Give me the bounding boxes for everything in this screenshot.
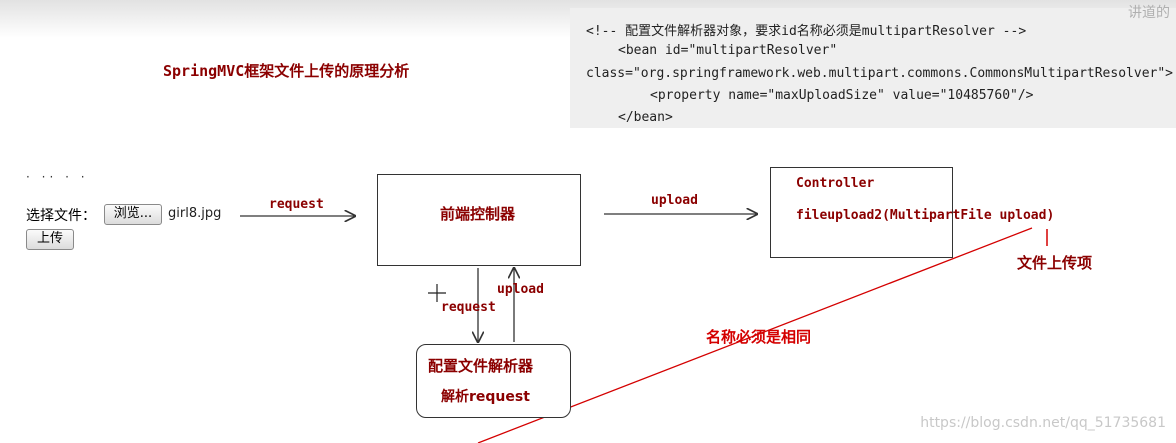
corner-text: 讲道的 xyxy=(1128,5,1170,21)
controller-title: Controller xyxy=(796,176,875,191)
page-title: SpringMVC框架文件上传的原理分析 xyxy=(163,62,410,80)
resolver-title: 配置文件解析器 xyxy=(428,357,534,375)
front-controller-box: 前端控制器 xyxy=(377,174,581,266)
code-property-line: <property name="maxUploadSize" value="10… xyxy=(650,88,1034,103)
code-bean-line: <bean id="multipartResolver" xyxy=(618,43,838,58)
upload-button[interactable]: 上传 xyxy=(26,229,74,250)
file-chooser-label: 选择文件： xyxy=(26,208,96,224)
selected-file-name: girl8.jpg xyxy=(168,206,222,221)
request-arrow-label: request xyxy=(269,197,324,212)
resolver-box: 配置文件解析器 解析request xyxy=(416,344,571,418)
file-item-label: 文件上传项 xyxy=(1017,254,1093,272)
same-name-note: 名称必须是相同 xyxy=(706,328,812,346)
browse-button[interactable]: 浏览... xyxy=(104,204,162,225)
up-upload-label: upload xyxy=(497,282,544,297)
form-dots: · ·· · · xyxy=(26,170,89,184)
code-comment-line: <!-- 配置文件解析器对象，要求id名称必须是multipartResolve… xyxy=(586,24,1027,39)
down-request-label: request xyxy=(441,300,496,315)
resolver-subtitle: 解析request xyxy=(441,389,530,405)
code-bean-close-line: </bean> xyxy=(618,110,673,125)
controller-box: Controller fileupload2(MultipartFile upl… xyxy=(770,167,1054,258)
crosshair-cursor-icon xyxy=(428,284,446,302)
watermark: https://blog.csdn.net/qq_51735681 xyxy=(920,415,1166,431)
code-snippet: 讲道的 <!-- 配置文件解析器对象，要求id名称必须是multipartRes… xyxy=(570,5,1176,128)
code-class-line: class="org.springframework.web.multipart… xyxy=(586,66,1173,81)
upload-arrow-label: upload xyxy=(651,193,698,208)
controller-method: fileupload2(MultipartFile upload) xyxy=(796,208,1055,223)
front-controller-label: 前端控制器 xyxy=(440,205,516,223)
